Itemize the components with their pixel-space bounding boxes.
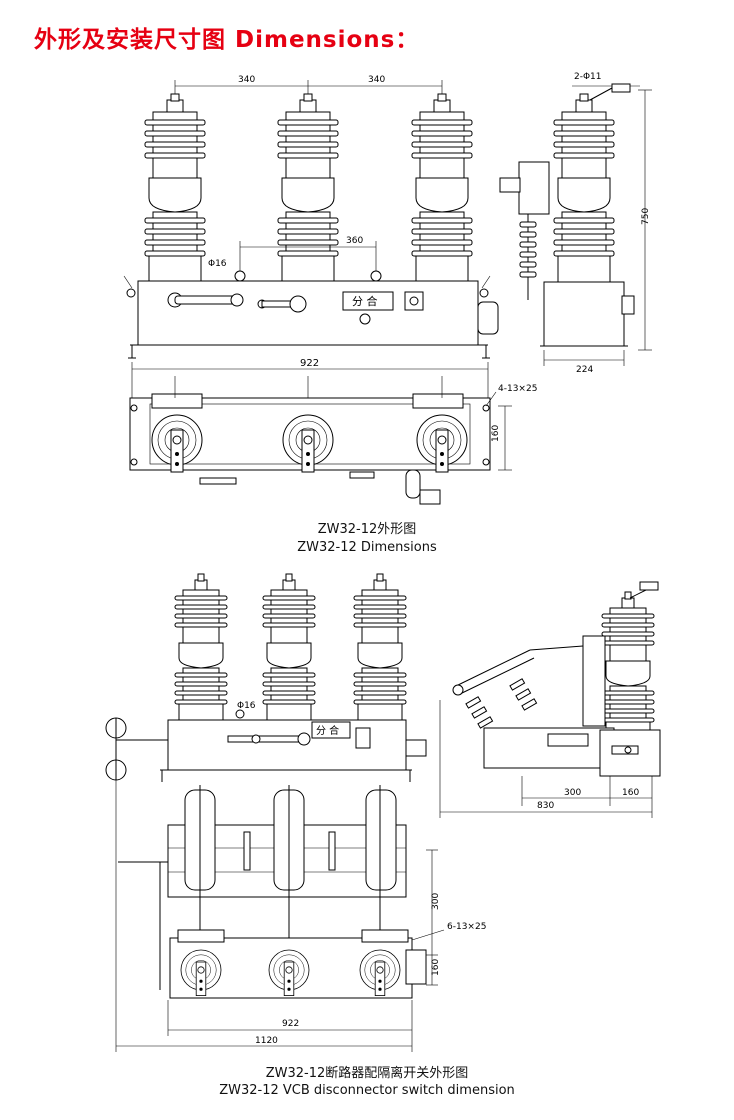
dim-length-inner: 922	[282, 1019, 299, 1029]
dim-side-b: 160	[622, 788, 639, 798]
dim-mount-holes: 4-13×25	[498, 384, 537, 394]
figure1-front-view: 340 340 360 Φ16 分 合	[123, 75, 499, 359]
dim-hole-small-2: Φ16	[237, 701, 256, 711]
figure2-caption-zh: ZW32-12断路器配隔离开关外形图	[265, 1066, 469, 1081]
dim-mount-holes-2: 6-13×25	[447, 922, 486, 932]
dim-length-total: 1120	[255, 1036, 278, 1046]
dim-handle-holes: 2-Φ11	[574, 72, 602, 82]
dim-side-a: 300	[564, 788, 581, 798]
figure2-caption-en: ZW32-12 VCB disconnector switch dimensio…	[219, 1083, 515, 1098]
figure1-caption-en: ZW32-12 Dimensions	[297, 540, 437, 555]
dim-height: 750	[641, 208, 651, 225]
figure2-side-view: 300 160 830	[439, 581, 661, 818]
dim-hole-small: Φ16	[208, 259, 227, 269]
dim-pitch-right: 340	[368, 75, 385, 85]
dim-vertical-b: 160	[431, 959, 441, 976]
dim-shaft: 360	[346, 236, 363, 246]
dim-side-total: 830	[537, 801, 554, 811]
figure1-plan-view: 922 4-13×25 160	[129, 358, 537, 505]
dim-mount-depth: 160	[491, 425, 501, 442]
dim-depth: 224	[576, 365, 593, 375]
panel-label-1: 分 合	[352, 294, 378, 308]
dim-vertical-a: 300	[431, 893, 441, 910]
figure2-front-view: Φ16 分 合	[105, 573, 427, 945]
dim-pitch-left: 340	[238, 75, 255, 85]
dim-length: 922	[300, 358, 319, 369]
figure1-side-view: 2-Φ11 750 224	[499, 72, 652, 375]
panel-label-2: 分 合	[316, 724, 339, 737]
figure1-caption-zh: ZW32-12外形图	[317, 522, 417, 537]
page-title: 外形及安装尺寸图 Dimensions：	[34, 27, 420, 53]
figure2-plan-view: 300 160 6-13×25 922 1120	[115, 785, 486, 1052]
